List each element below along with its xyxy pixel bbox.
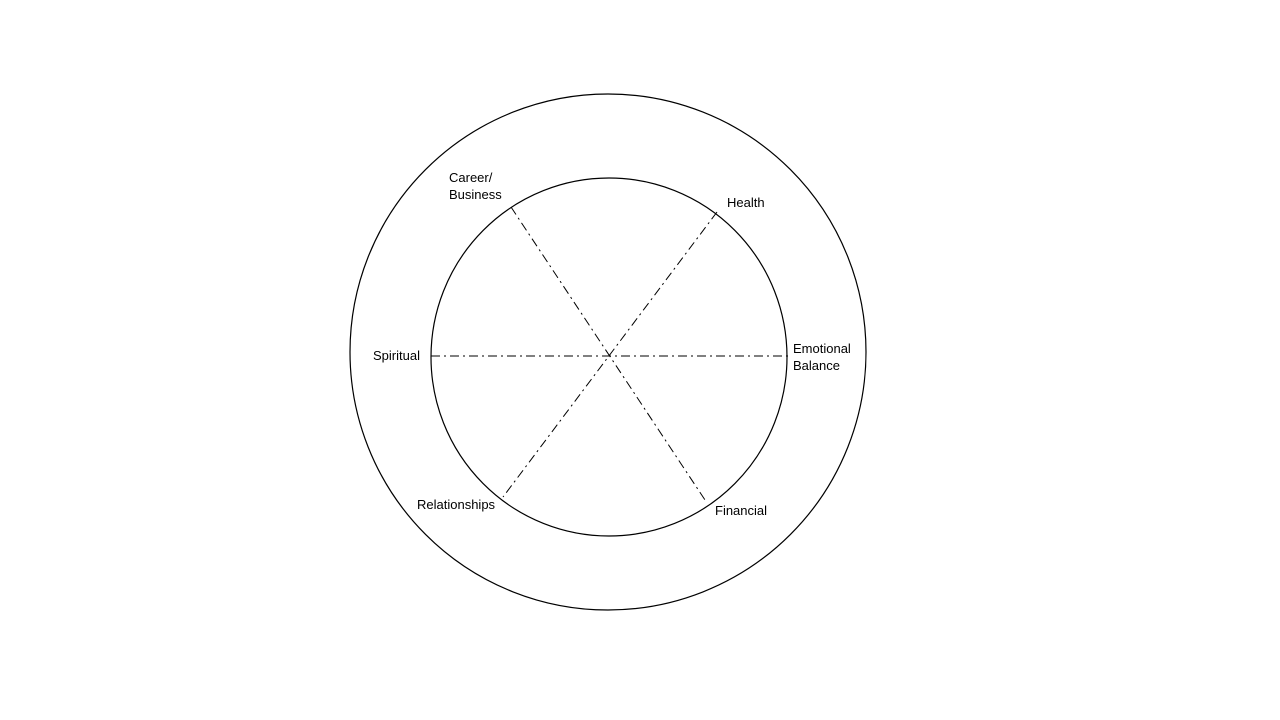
outer-ring (349, 93, 867, 611)
label-career-business: Career/ Business (449, 170, 502, 202)
label-financial: Financial (715, 503, 768, 518)
label-relationships: Relationships (417, 497, 496, 512)
spoke-health-relationships (502, 211, 718, 498)
label-spiritual: Spiritual (373, 348, 420, 363)
label-health: Health (727, 195, 765, 210)
inner-circle (430, 177, 788, 537)
label-emotional-balance: Emotional Balance (793, 341, 851, 373)
